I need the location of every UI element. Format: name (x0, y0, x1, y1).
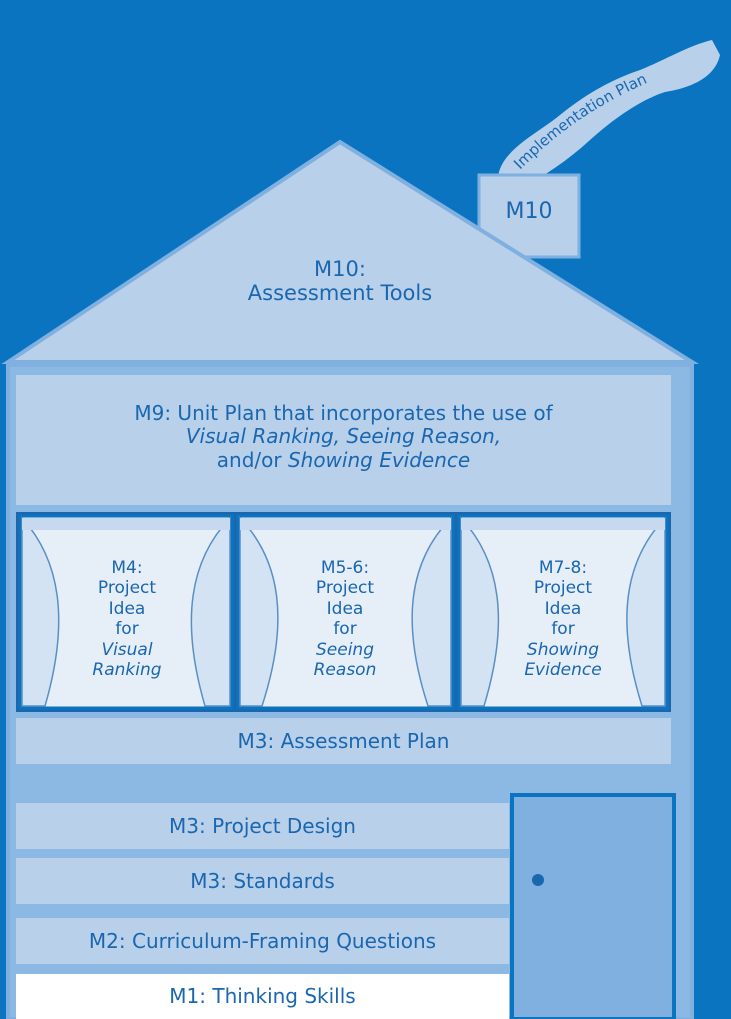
window-2-l1: Project (315, 578, 375, 599)
window-3-id: M7-8: (538, 558, 588, 578)
roof (1, 139, 699, 364)
window-3-l5: Evidence (524, 659, 602, 680)
floor-band-4 (16, 918, 509, 964)
floor-band-2 (16, 803, 509, 849)
door-knob (532, 874, 544, 886)
window-2-id: M5-6: (320, 558, 370, 578)
window-1-l2: Idea (108, 598, 146, 619)
unit-plan-line1: M9: Unit Plan that incorporates the use … (134, 401, 553, 425)
floor-label-1: M3: Assessment Plan (237, 729, 450, 753)
floor-label-2: M3: Project Design (169, 814, 356, 838)
window-1-label: M4: Project Idea for Visual Ranking (62, 558, 192, 680)
door (510, 793, 676, 1019)
window-1-l3: for (115, 619, 139, 640)
window-1-id: M4: (111, 558, 143, 578)
window-3-l2: Idea (544, 598, 582, 619)
window-1-l1: Project (97, 578, 157, 599)
window-2-l5: Reason (313, 659, 377, 680)
window-2-label: M5-6: Project Idea for Seeing Reason (280, 558, 410, 680)
window-2-l2: Idea (326, 598, 364, 619)
floor-label-3: M3: Standards (190, 869, 335, 893)
window-2 (236, 514, 455, 710)
window-3-l1: Project (533, 578, 593, 599)
window-3-l4: Showing (526, 639, 600, 660)
unit-plan-label: M9: Unit Plan that incorporates the use … (16, 401, 671, 472)
window-2-l3: for (333, 619, 357, 640)
floor-band-1 (16, 718, 671, 764)
floor-label-5: M1: Thinking Skills (169, 984, 356, 1008)
window-1 (18, 514, 234, 710)
unit-plan-line3-italic: Showing Evidence (287, 447, 471, 472)
chimney-label: M10 (505, 199, 553, 224)
roof-label-line1: M10: (314, 257, 366, 281)
window-3-l3: for (551, 619, 575, 640)
smoke-label: Implementation Plan (510, 70, 649, 173)
smoke-cloud (498, 40, 720, 188)
floor-band-5 (16, 974, 509, 1019)
unit-plan-panel (16, 375, 671, 505)
window-3-label: M7-8: Project Idea for Showing Evidence (498, 558, 628, 680)
unit-plan-line2: Visual Ranking, Seeing Reason, (185, 424, 502, 449)
roof-label: M10: Assessment Tools (200, 257, 480, 305)
floor-label-4: M2: Curriculum-Framing Questions (88, 929, 437, 953)
floor-band-3 (16, 858, 509, 904)
window-1-l5: Ranking (92, 659, 162, 680)
roof-label-line2: Assessment Tools (247, 280, 433, 305)
unit-plan-line3: and/or Showing Evidence (16, 447, 671, 472)
window-2-l4: Seeing (316, 639, 374, 660)
window-1-l4: Visual (101, 639, 153, 660)
unit-plan-line3-plain: and/or (216, 447, 288, 472)
window-3 (457, 514, 669, 710)
